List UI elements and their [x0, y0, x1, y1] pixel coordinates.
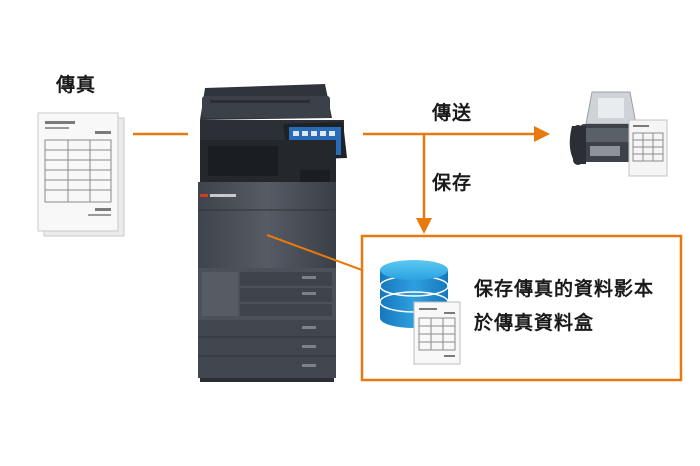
fax-box-line-2: 於傳真資料盒: [474, 312, 595, 334]
label-fax-in: 傳真: [56, 74, 97, 96]
callout-line: [266, 234, 363, 271]
label-save: 保存: [432, 172, 473, 194]
fax-output-document-icon: [628, 119, 668, 177]
fax-box-text: 保存傳真的資料影本 於傳真資料盒: [474, 272, 654, 340]
stored-document-icon: [413, 301, 461, 365]
fax-document-icon: [37, 112, 125, 237]
printer-icon: [198, 84, 347, 382]
send-arrowhead: [534, 126, 550, 142]
save-arrowhead: [416, 218, 432, 234]
fax-box-line-1: 保存傳真的資料影本: [474, 278, 655, 300]
label-send: 傳送: [432, 102, 473, 124]
